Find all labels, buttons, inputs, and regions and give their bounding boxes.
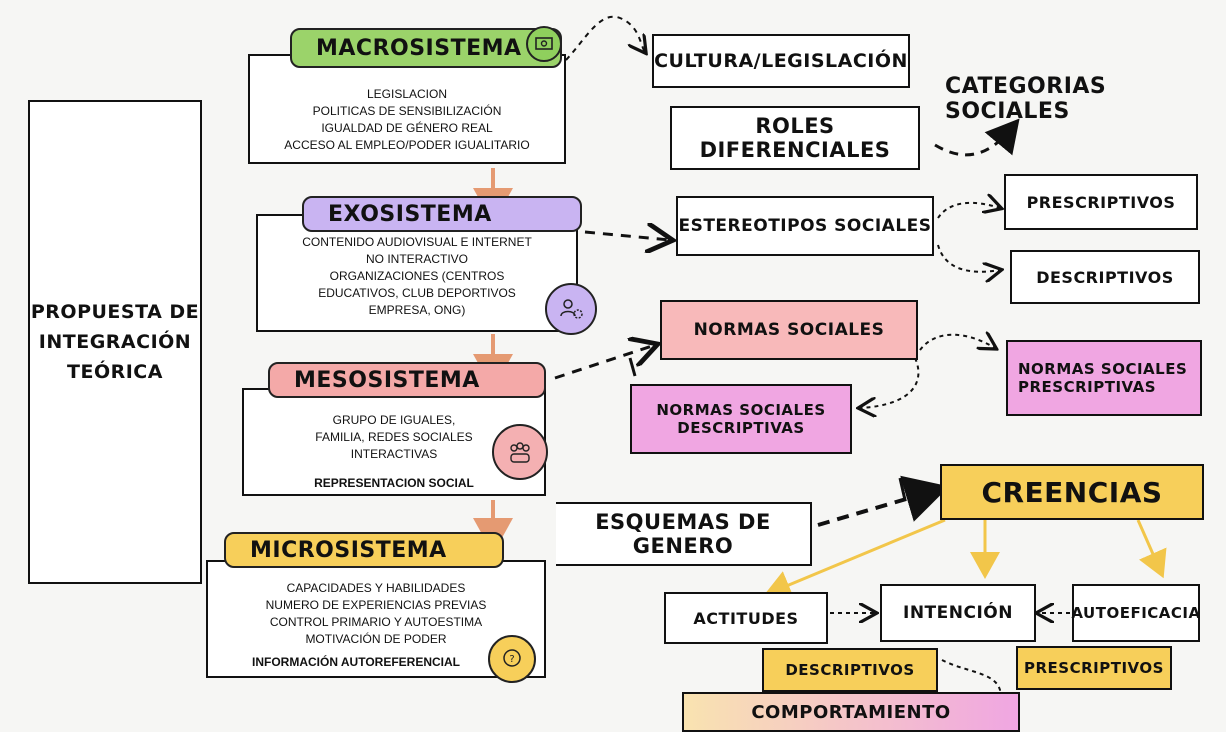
arrow-estereotipos-descriptivos <box>937 244 1000 272</box>
creencias-box: CREENCIAS <box>940 464 1204 520</box>
prescriptivos-yellow: PRESCRIPTIVOS <box>1016 646 1172 690</box>
exosistema-items: CONTENIDO AUDIOVISUAL E INTERNET NO INTE… <box>258 234 576 319</box>
roles-box: ROLES DIFERENCIALES <box>670 106 920 170</box>
arrow-esquemas-tick <box>898 477 907 501</box>
normas-prescriptivas-line: PRESCRIPTIVAS <box>1018 378 1157 396</box>
creencias-label: CREENCIAS <box>981 475 1163 509</box>
cultura-label: CULTURA/LEGISLACIÓN <box>654 50 908 72</box>
intencion-label: INTENCIÓN <box>903 603 1013 623</box>
arrow-normas-prescriptivas <box>919 335 995 350</box>
arrow-creencias-autoeficacia <box>1136 519 1167 579</box>
macro-item: IGUALDAD DE GÉNERO REAL <box>321 121 493 135</box>
head-question-icon: ? <box>488 635 536 683</box>
descriptivos-box: DESCRIPTIVOS <box>1010 250 1200 304</box>
normas-box: NORMAS SOCIALES <box>660 300 918 360</box>
arrow-exo-estereotipos <box>584 232 670 240</box>
normas-descriptivas-line: DESCRIPTIVAS <box>677 419 805 437</box>
descriptivos-yellow: DESCRIPTIVOS <box>762 648 938 692</box>
autoeficacia-label: AUTOEFICACIA <box>1071 604 1201 622</box>
prescriptivos-box: PRESCRIPTIVOS <box>1004 174 1198 230</box>
descriptivos2-label: DESCRIPTIVOS <box>785 661 915 679</box>
macro-item: LEGISLACION <box>366 87 448 101</box>
prescriptivos-label: PRESCRIPTIVOS <box>1026 192 1176 212</box>
categorias-sociales: CATEGORIAS SOCIALES <box>945 74 1205 124</box>
microsistema-items: CAPACIDADES Y HABILIDADES NUMERO DE EXPE… <box>208 580 544 648</box>
normas-prescriptivas-line: NORMAS SOCIALES <box>1018 360 1188 378</box>
mesosistema-items: GRUPO DE IGUALES, FAMILIA, REDES SOCIALE… <box>244 412 544 463</box>
propuesta-line-3: TEÓRICA <box>67 361 163 383</box>
macro-item: ACCESO AL EMPLEO/PODER IGUALITARIO <box>284 138 530 152</box>
actitudes-label: ACTITUDES <box>693 608 799 628</box>
arrow-normas-descriptivas <box>860 357 920 408</box>
people-gear-icon <box>545 283 597 335</box>
mesosistema-label: MESOSISTEMA <box>294 367 480 393</box>
micro-item: MOTIVACIÓN DE PODER <box>305 632 447 646</box>
micro-item: CAPACIDADES Y HABILIDADES <box>286 581 466 595</box>
comportamiento-box: COMPORTAMIENTO <box>682 692 1020 732</box>
exosistema-title: EXOSISTEMA <box>302 196 582 232</box>
meso-item: GRUPO DE IGUALES, <box>332 413 456 427</box>
macro-item: POLITICAS DE SENSIBILIZACIÓN <box>312 104 502 118</box>
arrow-meso-normas <box>554 345 655 380</box>
exo-item: NO INTERACTIVO <box>365 252 468 266</box>
roles-label: ROLES DIFERENCIALES <box>699 114 891 162</box>
propuesta-title: PROPUESTA DE INTEGRACIÓN TEÓRICA <box>31 297 199 387</box>
esquemas-box: ESQUEMAS DE GENERO <box>556 502 812 566</box>
normas-label: NORMAS SOCIALES <box>693 320 885 340</box>
arrow-normas-tick <box>628 357 637 377</box>
macrosistema-title: MACROSISTEMA <box>290 28 562 68</box>
prescriptivos2-label: PRESCRIPTIVOS <box>1024 659 1164 677</box>
esquemas-label: ESQUEMAS DE GENERO <box>595 510 771 558</box>
exo-item: EDUCATIVOS, CLUB DEPORTIVOS <box>318 286 516 300</box>
microsistema-title: MICROSISTEMA <box>224 532 504 568</box>
meso-item: FAMILIA, REDES SOCIALES <box>315 430 473 444</box>
group-icon <box>492 424 548 480</box>
exo-item: CONTENIDO AUDIOVISUAL E INTERNET <box>302 235 532 249</box>
intencion-box: INTENCIÓN <box>880 584 1036 642</box>
normas-descriptivas-line: NORMAS SOCIALES <box>656 401 826 419</box>
representacion-social: REPRESENTACION SOCIAL <box>314 476 474 490</box>
micro-item: NUMERO DE EXPERIENCIAS PREVIAS <box>265 598 487 612</box>
arrow-roles-categorias <box>934 118 1020 157</box>
svg-text:?: ? <box>509 654 514 665</box>
microsistema-label: MICROSISTEMA <box>250 537 447 563</box>
exo-item: EMPRESA, ONG) <box>368 303 466 317</box>
arrow-estereotipos-prescriptivos <box>937 203 1000 219</box>
cultura-box: CULTURA/LEGISLACIÓN <box>652 34 910 88</box>
macrosistema-label: MACROSISTEMA <box>316 35 522 61</box>
arrow-esquemas-creencias <box>817 475 950 527</box>
actitudes-box: ACTITUDES <box>664 592 828 644</box>
descriptivos-label: DESCRIPTIVOS <box>1036 267 1174 287</box>
monitor-gear-icon <box>526 26 562 62</box>
propuesta-line-1: PROPUESTA DE <box>30 301 200 323</box>
categorias-label: CATEGORIAS SOCIALES <box>945 74 1107 124</box>
normas-prescriptivas-box: NORMAS SOCIALES PRESCRIPTIVAS <box>1006 340 1202 416</box>
exosistema-box: CONTENIDO AUDIOVISUAL E INTERNET NO INTE… <box>256 214 578 332</box>
normas-descriptivas-box: NORMAS SOCIALES DESCRIPTIVAS <box>630 384 852 454</box>
arrow-macro-cultura <box>565 15 645 61</box>
arrow-creencias-actitudes <box>763 518 946 599</box>
propuesta-box: PROPUESTA DE INTEGRACIÓN TEÓRICA <box>28 100 202 584</box>
estereotipos-box: ESTEREOTIPOS SOCIALES <box>676 196 934 256</box>
meso-item: INTERACTIVAS <box>350 447 438 461</box>
mesosistema-title: MESOSISTEMA <box>268 362 546 398</box>
macrosistema-items: LEGISLACION POLITICAS DE SENSIBILIZACIÓN… <box>250 86 564 154</box>
propuesta-line-2: INTEGRACIÓN <box>38 331 192 353</box>
estereotipos-label: ESTEREOTIPOS SOCIALES <box>678 216 932 236</box>
exo-item: ORGANIZACIONES (CENTROS <box>329 269 505 283</box>
exosistema-label: EXOSISTEMA <box>328 201 492 227</box>
comportamiento-label: COMPORTAMIENTO <box>751 701 951 723</box>
autoeficacia-box: AUTOEFICACIA <box>1071 584 1201 642</box>
informacion-autoreferencial: INFORMACIÓN AUTOREFERENCIAL <box>252 655 460 669</box>
micro-item: CONTROL PRIMARIO Y AUTOESTIMA <box>269 615 483 629</box>
macrosistema-box: LEGISLACION POLITICAS DE SENSIBILIZACIÓN… <box>248 54 566 164</box>
